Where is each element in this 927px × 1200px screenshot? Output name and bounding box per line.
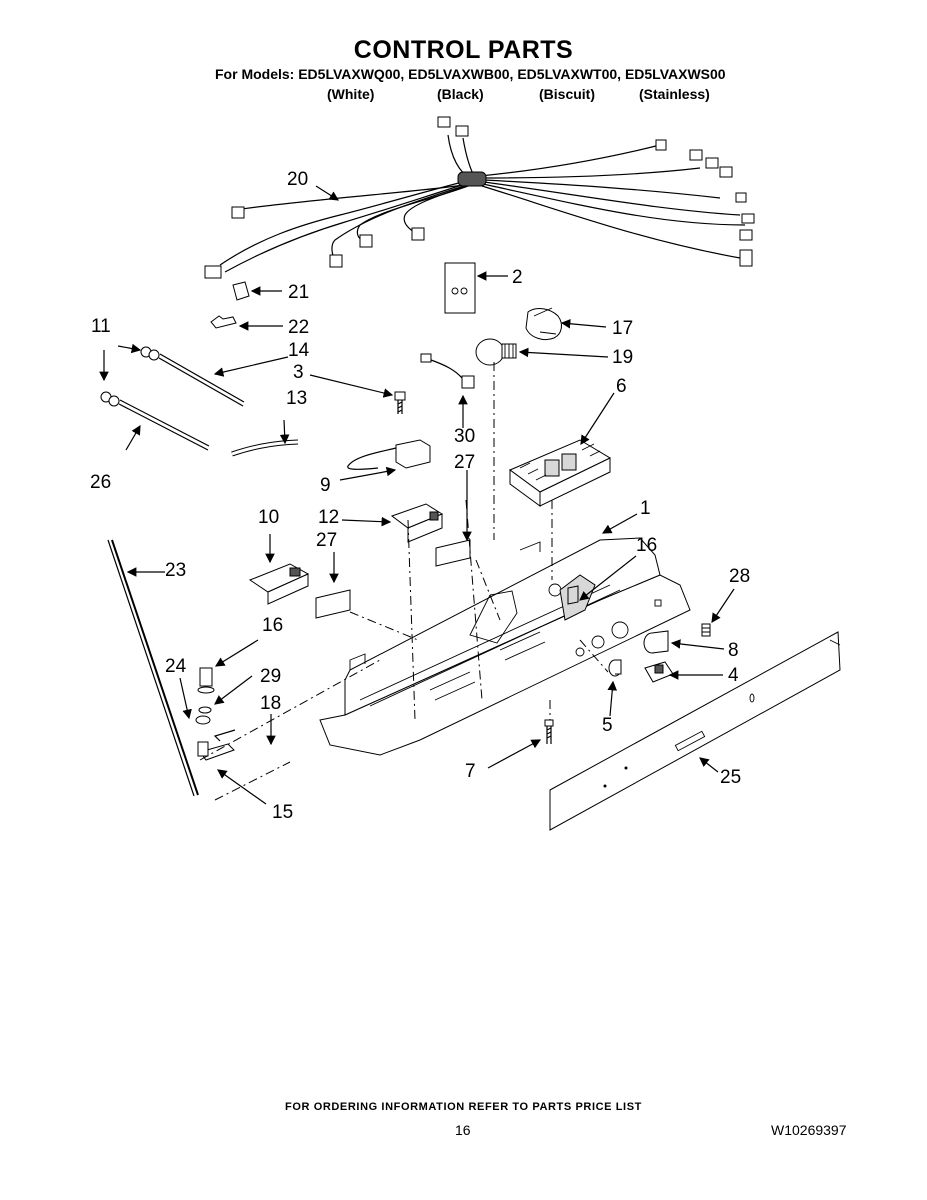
callout-16a: 16 [636,535,657,556]
callout-22: 22 [288,317,309,338]
callout-7: 7 [465,761,476,782]
callout-11: 11 [91,316,111,337]
control-housing [319,537,691,756]
callout-15: 15 [272,802,293,823]
callout-1: 1 [640,498,651,519]
rod-assembly-upper [140,346,245,407]
callout-2: 2 [512,267,523,288]
callout-5: 5 [602,715,613,736]
callout-19: 19 [612,347,633,368]
screw-7 [544,719,554,744]
callout-28: 28 [729,566,750,587]
callout-23: 23 [165,560,186,581]
callout-30: 30 [454,426,475,447]
variant-biscuit: (Biscuit) [539,86,595,102]
callout-10: 10 [258,507,279,528]
callout-25: 25 [720,767,741,788]
callout-12: 12 [318,507,339,528]
callout-6: 6 [616,376,627,397]
callout-9: 9 [320,475,331,496]
callout-13: 13 [286,388,307,409]
spring-18 [213,729,236,742]
label-lower [315,589,351,619]
callout-3: 3 [293,362,304,383]
jumper-wire [420,353,475,389]
screw-28 [701,623,711,637]
long-rod [111,539,199,796]
spacer-upper [567,585,579,605]
label-upper [435,539,471,567]
callout-14: 14 [288,340,310,361]
callout-18: 18 [260,693,281,714]
control-board [508,439,612,507]
page-number: 16 [455,1122,471,1138]
bracket-right [390,503,444,543]
variant-black: (Black) [437,86,484,102]
spacer-lower [197,667,215,694]
callout-26: 26 [90,472,111,493]
insulation-pad [444,262,476,314]
variant-stainless: (Stainless) [639,86,710,102]
callout-24: 24 [165,656,187,677]
page-title: CONTROL PARTS [353,36,574,64]
leader-arrows [99,185,735,805]
callout-29: 29 [260,666,281,687]
callout-16b: 16 [262,615,283,636]
callout-27a: 27 [454,452,475,473]
callout-labels: 20 2 21 22 17 19 11 14 3 13 30 6 26 27 9… [90,169,750,823]
callout-17: 17 [612,318,633,339]
wire-clip [232,281,250,301]
callout-4: 4 [728,665,739,686]
document-number: W10269397 [771,1122,847,1138]
callout-20: 20 [287,169,308,190]
knob-large [643,630,669,654]
wiring-harness [204,116,755,279]
retainer [210,315,237,329]
light-bulb [475,338,517,366]
bracket-15 [197,741,235,761]
switch [347,439,431,470]
front-panel [549,631,841,831]
bracket-left [248,563,310,605]
ordering-note: FOR ORDERING INFORMATION REFER TO PARTS … [285,1101,642,1113]
variant-white: (White) [327,86,375,102]
knob-small [608,659,622,677]
washer-29 [198,706,212,714]
rod-assembly-lower [100,391,210,451]
washer-24 [195,715,211,725]
callout-27b: 27 [316,530,337,551]
light-socket [525,307,562,341]
callout-8: 8 [728,640,739,661]
callout-21: 21 [288,282,309,303]
models-line: For Models: ED5LVAXWQ00, ED5LVAXWB00, ED… [215,66,726,82]
knob-switch [644,661,674,683]
screw [394,391,406,414]
